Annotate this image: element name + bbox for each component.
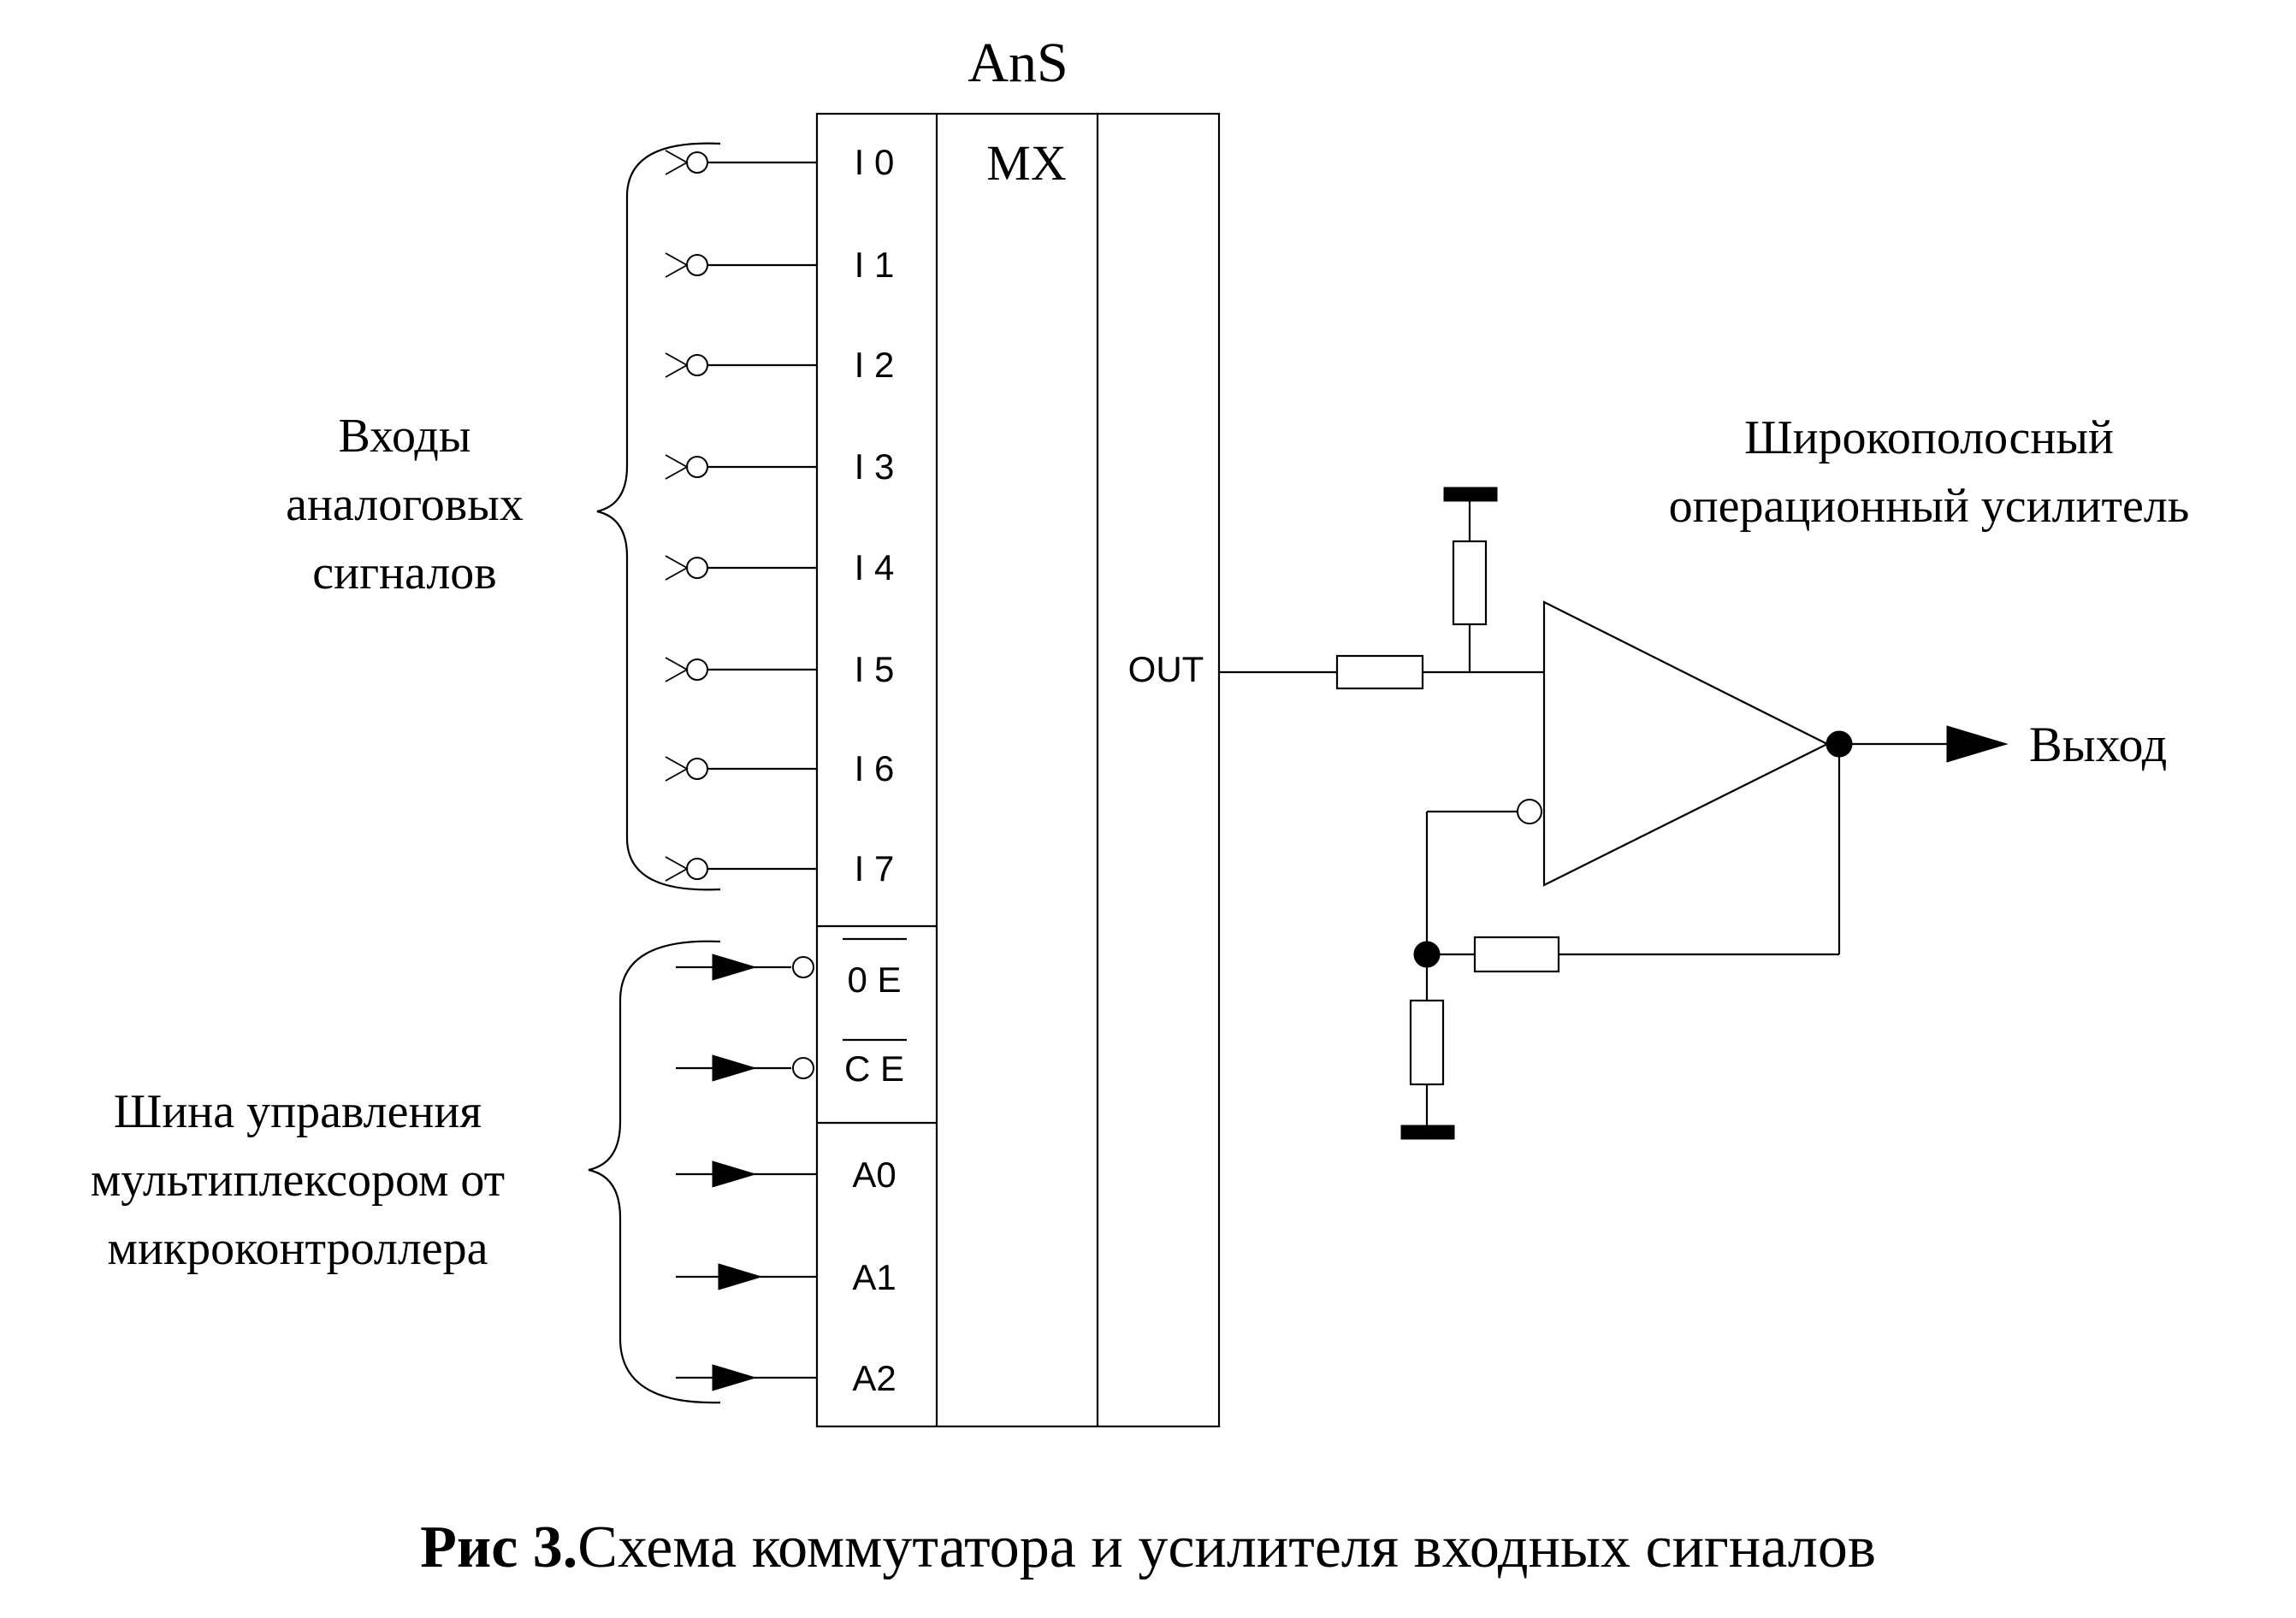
address-pin: A0 [676, 1154, 897, 1195]
arrow-right-icon [712, 1364, 757, 1391]
input-pin-label: I 4 [855, 547, 895, 588]
supply-bar-icon [1443, 487, 1498, 502]
amplifier-circuit: Выход [1219, 487, 2167, 1140]
input-pin-label: I 6 [855, 748, 895, 788]
address-pin: A2 [676, 1358, 897, 1398]
input-chevron-icon [665, 454, 689, 480]
input-pin: I 5 [665, 649, 895, 689]
control-bus-label-line: мультиплексором от [91, 1154, 505, 1207]
arrow-right-icon [712, 954, 757, 981]
inversion-bubble-icon [792, 956, 814, 978]
control-bus-brace [588, 940, 721, 1404]
address-pin-label: A0 [852, 1154, 896, 1195]
input-chevron-icon [665, 150, 689, 175]
analog-inputs-brace [596, 142, 721, 891]
enable-pin-label: 0 E [847, 960, 901, 1000]
arrow-right-icon [712, 1054, 757, 1082]
control-bus-label-line: Шина управления [114, 1085, 482, 1138]
input-pin-label: I 7 [855, 848, 895, 889]
input-pin: I 2 [665, 345, 895, 385]
figure-caption-text: Схема коммутатора и усилителя входных си… [577, 1515, 1876, 1580]
figure-caption-number: Рис 3. [420, 1515, 577, 1580]
arrow-right-icon [718, 1263, 763, 1290]
input-pin: I 1 [665, 245, 895, 285]
input-chevron-icon [665, 657, 689, 682]
input-pin: I 7 [665, 848, 895, 889]
control-bus-label-line: микроконтроллера [108, 1222, 488, 1275]
figure-caption: Рис 3.Схема коммутатора и усилителя вход… [420, 1515, 1876, 1580]
enable-pin-ce: C E [676, 1038, 907, 1089]
output-pin-label: OUT [1128, 649, 1204, 689]
ground-resistor [1409, 999, 1445, 1086]
address-pins: A0 A1 A2 [676, 1154, 897, 1398]
amplifier-label-line: Широкополосный [1744, 411, 2114, 464]
input-terminal-icon [686, 557, 708, 579]
chip-outline [815, 112, 1221, 1428]
analog-inputs-label-line: аналоговых [286, 478, 524, 531]
input-pin-label: I 0 [855, 142, 895, 182]
enable-pin-oe: 0 E [676, 937, 907, 1000]
control-bus-label: Шина управления мультиплексором от микро… [91, 1085, 505, 1275]
inversion-bubble-icon [792, 1057, 814, 1079]
chip-name: AnS [968, 32, 1068, 94]
input-terminal-icon [686, 254, 708, 276]
input-pin: I 6 [665, 748, 895, 788]
input-pin-label: I 3 [855, 446, 895, 487]
input-pin: I 3 [665, 446, 895, 487]
input-chevron-icon [665, 252, 689, 278]
opamp-triangle [1542, 600, 1830, 887]
input-pin-label: I 1 [855, 245, 895, 285]
arrow-right-icon [712, 1160, 757, 1188]
analog-input-pins: I 0 I 1 I 2 I 3 I 4 [665, 142, 895, 889]
input-terminal-icon [686, 456, 708, 478]
amplifier-label: Широкополосный операционный усилитель [1669, 411, 2190, 533]
input-chevron-icon [665, 756, 689, 782]
input-pin: I 0 [665, 142, 895, 182]
feedback-resistor [1473, 936, 1560, 973]
input-pin-label: I 5 [855, 649, 895, 689]
analog-inputs-label-line: сигналов [312, 546, 497, 599]
ground-bar-icon [1400, 1125, 1455, 1140]
inverting-input-bubble-icon [1517, 799, 1542, 824]
multiplexer-chip: MX [815, 112, 1221, 1428]
input-terminal-icon [686, 354, 708, 376]
output-label: Выход [2029, 717, 2167, 772]
analog-inputs-label: Входы аналоговых сигналов [286, 410, 524, 599]
input-terminal-icon [686, 658, 708, 681]
chip-function: MX [986, 135, 1066, 191]
input-resistor [1335, 654, 1424, 690]
input-terminal-icon [686, 858, 708, 880]
input-terminal-icon [686, 151, 708, 174]
amplifier-label-line: операционный усилитель [1669, 480, 2190, 533]
analog-inputs-label-line: Входы [339, 410, 471, 463]
address-pin-label: A2 [852, 1358, 896, 1398]
input-chevron-icon [665, 555, 689, 581]
address-pin: A1 [676, 1257, 897, 1297]
pull-resistor [1452, 540, 1488, 626]
input-pin-label: I 2 [855, 345, 895, 385]
address-pin-label: A1 [852, 1257, 896, 1297]
input-terminal-icon [686, 758, 708, 780]
input-pin: I 4 [665, 547, 895, 588]
input-chevron-icon [665, 856, 689, 882]
output-arrow-icon [1946, 725, 2009, 763]
enable-pin-label: C E [844, 1048, 904, 1089]
input-chevron-icon [665, 352, 689, 378]
enable-pins: 0 E C E [676, 937, 907, 1089]
